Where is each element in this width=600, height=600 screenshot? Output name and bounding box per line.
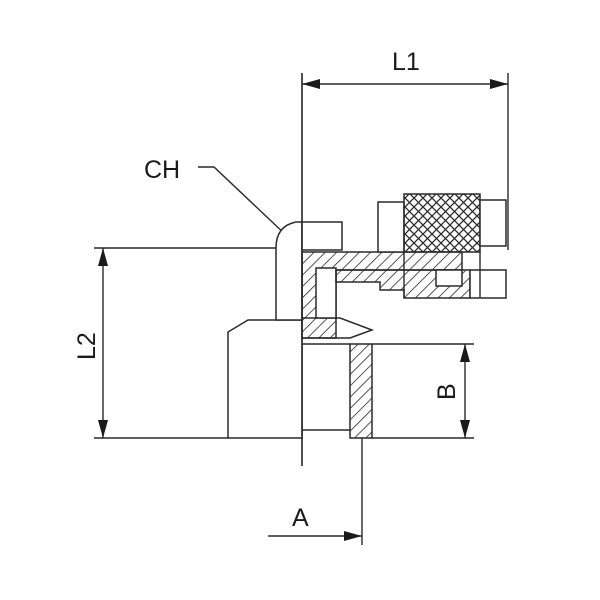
hex-body-section (349, 343, 373, 439)
fitting-body (227, 193, 507, 439)
hex-body-left (227, 319, 303, 439)
dimension-l2: L2 (73, 247, 300, 439)
elbow-head (275, 221, 303, 321)
dimension-a: A (268, 438, 363, 545)
label-a: A (292, 504, 309, 532)
label-ch: CH (144, 156, 180, 184)
dimension-b: B (372, 343, 474, 439)
label-l2: L2 (73, 332, 101, 360)
knurled-nut (403, 193, 481, 253)
label-l1: L1 (392, 48, 420, 76)
leader-ch: CH (144, 156, 294, 243)
label-b: B (433, 383, 461, 400)
